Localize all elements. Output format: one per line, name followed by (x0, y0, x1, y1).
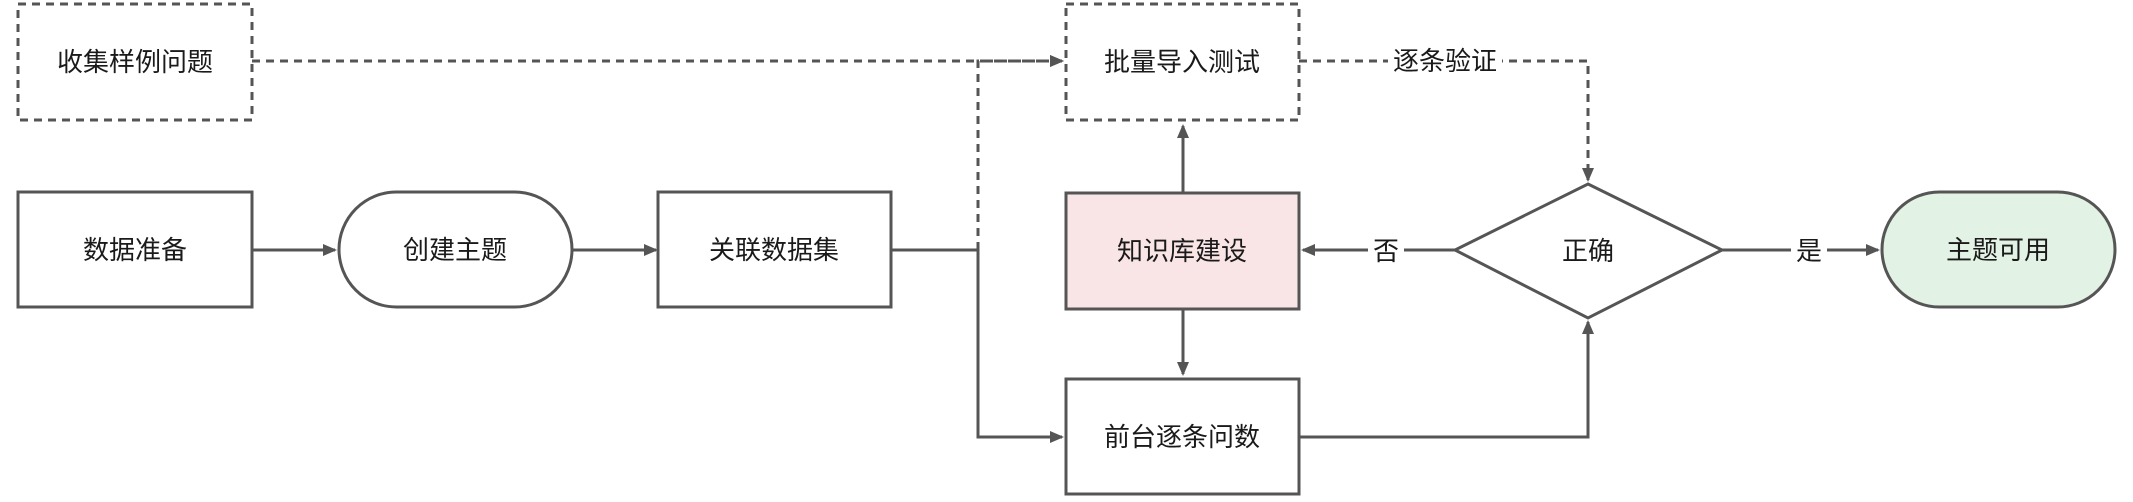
node-link-dataset (656, 190, 893, 309)
edge-label-verify-each: 逐条验证 (1393, 47, 1497, 77)
edge-label-yes: 是 (1796, 237, 1822, 267)
node-kb-build (1064, 191, 1301, 311)
edge-link-dataset-to-batch-import (976, 55, 1064, 250)
node-label-collect-samples: 收集样例问题 (57, 48, 213, 78)
node-label-topic-ready: 主题可用 (1946, 236, 2050, 266)
node-collect-samples (16, 2, 254, 122)
node-label-batch-import: 批量导入测试 (1104, 48, 1260, 78)
node-batch-import (1064, 2, 1301, 122)
node-label-frontend-ask: 前台逐条问数 (1104, 423, 1260, 453)
edge-label-no: 否 (1373, 237, 1399, 267)
edge-batch-import-to-correct (1299, 59, 1594, 182)
edge-link-dataset-to-frontend-ask (891, 248, 1064, 443)
node-label-kb-build: 知识库建设 (1117, 237, 1247, 267)
node-topic-ready (1880, 190, 2117, 309)
node-label-correct: 正确 (1562, 237, 1614, 267)
node-label-create-topic: 创建主题 (403, 236, 507, 266)
node-label-link-dataset: 关联数据集 (709, 236, 839, 266)
edge-frontend-ask-to-correct (1299, 320, 1594, 439)
node-create-topic (337, 190, 574, 309)
node-frontend-ask (1064, 377, 1301, 496)
node-data-prep (16, 190, 254, 309)
node-label-data-prep: 数据准备 (83, 236, 187, 266)
node-correct-diamond (1451, 182, 1726, 320)
